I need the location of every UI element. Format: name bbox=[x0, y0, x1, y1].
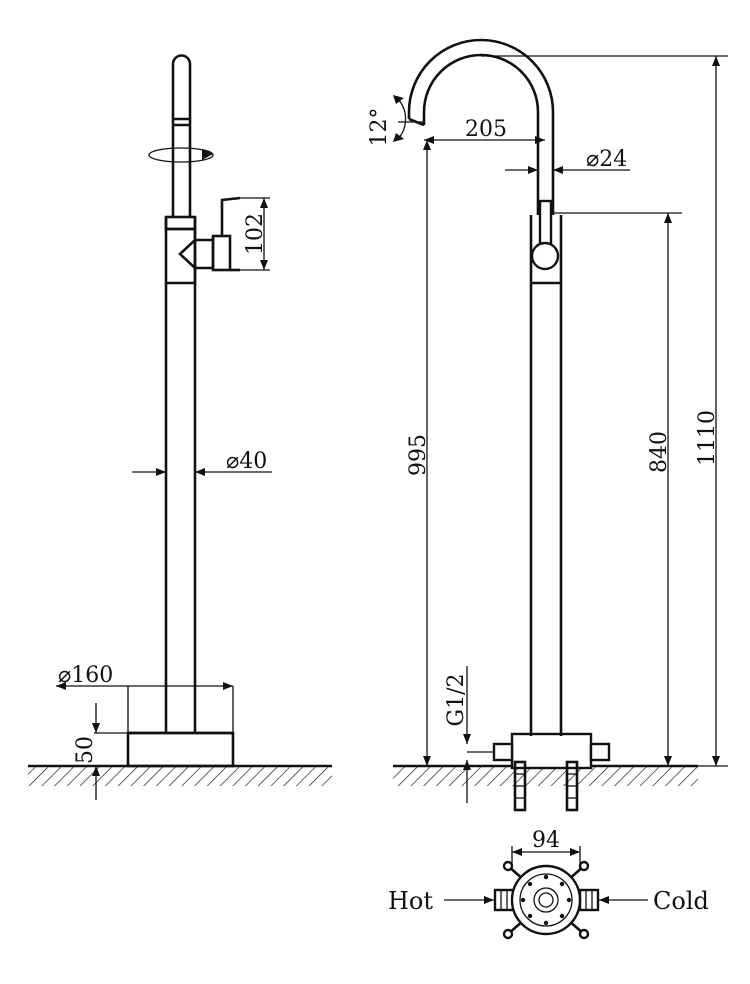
dim-handle-height: 102 bbox=[240, 197, 270, 271]
column-diameter-label: ⌀40 bbox=[226, 449, 267, 474]
spout-diameter-label: ⌀24 bbox=[586, 147, 627, 172]
hot-label: Hot bbox=[388, 887, 433, 915]
dim-handle-top-height: 840 bbox=[551, 212, 682, 767]
base-diameter-label: ⌀160 bbox=[58, 663, 113, 688]
side-view: 102 ⌀40 ⌀160 50 bbox=[28, 54, 332, 800]
overall-height-label: 1110 bbox=[695, 410, 720, 466]
handle-top-height-label: 840 bbox=[647, 431, 672, 473]
spout-reach-label: 205 bbox=[465, 117, 507, 142]
base-left bbox=[126, 686, 235, 768]
mixer-handle-front bbox=[530, 199, 560, 271]
inlet-thread-label: G1/2 bbox=[444, 674, 469, 727]
dim-inlet-spacing: 94 bbox=[511, 828, 581, 866]
dim-column-diameter: ⌀40 bbox=[132, 449, 272, 476]
spout-side bbox=[148, 54, 214, 217]
base-height-label: 50 bbox=[73, 736, 98, 764]
plan-view: 94 bbox=[388, 828, 709, 940]
floor-left bbox=[28, 764, 332, 786]
spout-angle-label: 12° bbox=[367, 108, 392, 147]
dim-spout-reach: 205 bbox=[424, 117, 545, 144]
inlet-spacing-label: 94 bbox=[532, 828, 560, 853]
spout-front bbox=[393, 38, 555, 215]
column-front bbox=[529, 215, 563, 736]
front-view: 12° 205 ⌀24 995 840 1110 bbox=[367, 38, 728, 812]
mixer-handle-side bbox=[164, 196, 241, 285]
dim-inlet-thread: G1/2 bbox=[444, 666, 471, 803]
dim-overall-height: 1110 bbox=[481, 55, 728, 767]
column-left bbox=[164, 217, 197, 733]
dim-base-height: 50 bbox=[73, 703, 128, 800]
cold-label: Cold bbox=[653, 887, 709, 915]
outlet-height-label: 995 bbox=[406, 434, 431, 476]
dim-spout-diameter: ⌀24 bbox=[505, 147, 630, 174]
handle-height-label: 102 bbox=[243, 213, 268, 255]
inlet-box bbox=[467, 732, 611, 812]
hot-cold-labels: Hot Cold bbox=[388, 887, 709, 915]
plan-body bbox=[510, 864, 582, 936]
dim-outlet-height: 995 bbox=[406, 140, 431, 766]
dim-base-diameter: ⌀160 bbox=[56, 663, 233, 690]
